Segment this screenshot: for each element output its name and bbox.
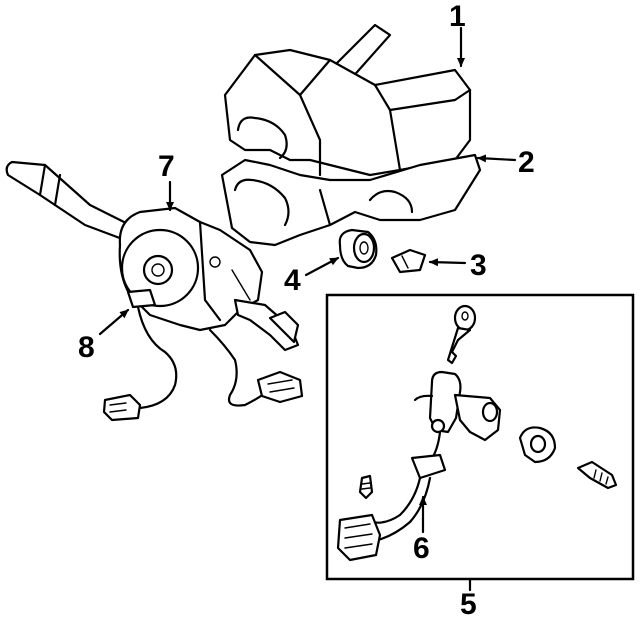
ignition-key xyxy=(446,304,477,365)
ignition-switch-body xyxy=(413,370,502,442)
lock-cylinder xyxy=(338,228,378,270)
upper-column-cover xyxy=(223,23,472,177)
callout-6: 6 xyxy=(413,532,430,565)
retainer-clip xyxy=(390,248,427,274)
kit-box xyxy=(325,293,635,581)
mounting-screw-right xyxy=(576,460,618,490)
callout-4: 4 xyxy=(284,264,301,297)
callout-2: 2 xyxy=(518,146,535,179)
leader-lines xyxy=(98,26,517,592)
spiral-cable-harness xyxy=(102,288,304,422)
callout-5: 5 xyxy=(460,588,477,617)
callout-1: 1 xyxy=(449,0,466,33)
mounting-screw-left xyxy=(358,474,374,500)
lower-column-cover xyxy=(220,153,482,247)
callout-3: 3 xyxy=(470,249,487,282)
combination-switch xyxy=(5,160,300,352)
callout-8: 8 xyxy=(78,331,95,364)
switch-clip xyxy=(518,426,557,464)
ignition-harness xyxy=(336,430,447,562)
callout-7: 7 xyxy=(158,150,175,183)
